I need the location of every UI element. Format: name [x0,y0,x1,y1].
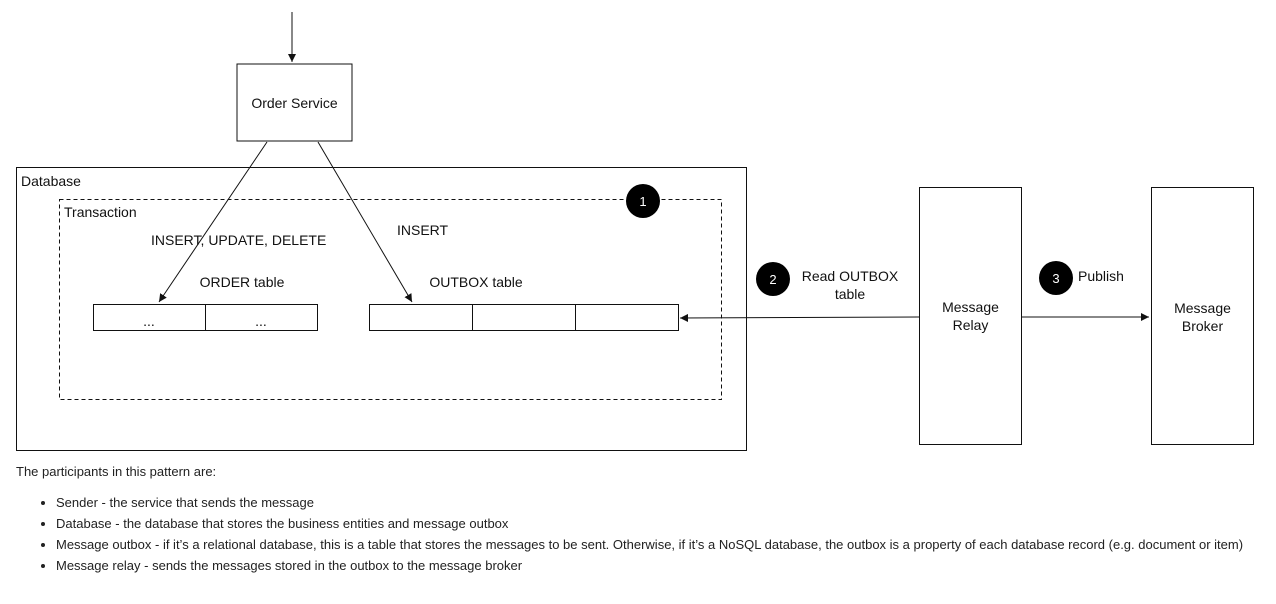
list-item: Sender - the service that sends the mess… [56,493,1256,512]
message-broker-label-line2: Broker [1182,318,1224,334]
list-item: Database - the database that stores the … [56,514,1256,533]
order-service-label: Order Service [251,95,338,111]
outbox-table [369,304,679,331]
insert-update-delete-label: INSERT, UPDATE, DELETE [151,232,326,248]
participants-intro: The participants in this pattern are: [16,464,217,479]
order-table-cell: ... [143,313,155,329]
message-broker-label-line1: Message [1174,300,1231,316]
list-item: Message outbox - if it’s a relational da… [56,535,1256,554]
order-service-box [236,63,353,142]
step-1-badge [626,184,660,218]
step-2-number: 2 [769,272,776,287]
list-item: Message relay - sends the messages store… [56,556,1256,575]
read-outbox-label-line1: Read OUTBOX [802,268,899,284]
read-outbox-arrow [679,313,920,322]
outbox-pattern-diagram: Order Service Database Transaction 1 INS… [16,12,1254,451]
message-relay-label-line1: Message [942,299,999,315]
database-label: Database [21,173,81,189]
insert-label: INSERT [397,222,449,238]
order-table-write-arrow [158,141,268,303]
transaction-box [59,199,722,400]
participants-list: Sender - the service that sends the mess… [16,493,1256,575]
step-3-badge [1039,261,1073,295]
message-broker-box [1151,187,1254,445]
transaction-label: Transaction [64,204,137,220]
step-2-badge [756,262,790,296]
order-table-label: ORDER table [200,274,285,290]
step-1-number: 1 [639,194,646,209]
read-outbox-label-line2: table [835,286,866,302]
database-box [16,167,747,451]
participants-notes: The participants in this pattern are: Se… [16,462,1256,577]
outbox-table-label: OUTBOX table [429,274,523,290]
order-table-cell: ... [255,313,267,329]
step-3-number: 3 [1052,271,1059,286]
message-relay-label-line2: Relay [953,317,989,333]
message-relay-box [919,187,1022,445]
publish-label: Publish [1078,268,1124,284]
outbox-table-write-arrow [317,141,413,303]
